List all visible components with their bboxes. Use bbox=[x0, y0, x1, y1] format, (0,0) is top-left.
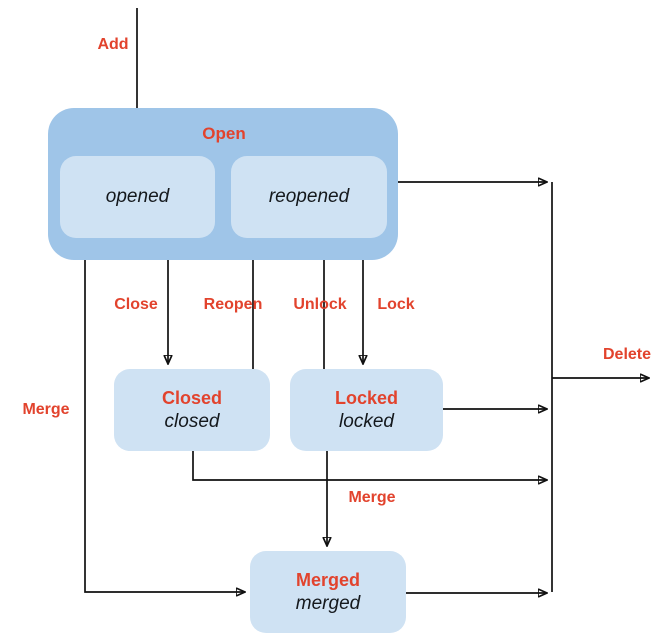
state-reopened-value: reopened bbox=[268, 186, 350, 207]
state-closed: Closed closed bbox=[114, 369, 270, 451]
transition-label-merge-from-locked: Merge bbox=[348, 489, 396, 506]
transition-label-delete: Delete bbox=[602, 346, 652, 363]
state-group-open-label: Open bbox=[202, 124, 246, 143]
state-locked-value: locked bbox=[339, 410, 394, 432]
state-merged-label: Merged bbox=[295, 569, 360, 590]
transition-label-reopen: Reopen bbox=[203, 296, 263, 313]
state-merged-value: merged bbox=[295, 592, 361, 614]
state-opened-value: opened bbox=[105, 186, 170, 207]
transition-label-add: Add bbox=[97, 36, 129, 53]
state-opened: opened bbox=[60, 156, 215, 238]
transition-label-lock: Lock bbox=[377, 296, 415, 313]
edge-merge-open-to-merged bbox=[84, 260, 244, 592]
state-locked-label: Locked bbox=[334, 387, 399, 408]
edge-closed-to-collector bbox=[192, 451, 546, 480]
state-locked: Locked locked bbox=[290, 369, 443, 451]
transition-label-close: Close bbox=[114, 296, 158, 313]
state-reopened: reopened bbox=[231, 156, 387, 238]
transition-label-merge-from-open: Merge bbox=[22, 401, 70, 418]
state-closed-label: Closed bbox=[161, 387, 222, 408]
state-closed-value: closed bbox=[164, 410, 220, 432]
state-merged: Merged merged bbox=[250, 551, 406, 633]
transition-label-unlock: Unlock bbox=[293, 296, 347, 313]
